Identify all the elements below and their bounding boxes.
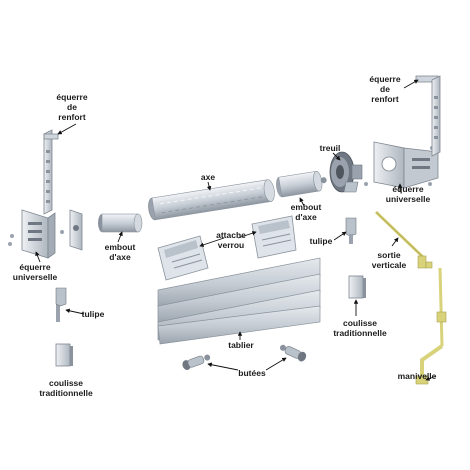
label-tablier: tablier xyxy=(228,340,254,350)
arrow-attache-verrou-left xyxy=(199,237,225,247)
label-attache-verrou: attache verrou xyxy=(216,230,246,250)
leader-lines xyxy=(35,79,437,381)
manivelle-part xyxy=(415,267,447,385)
label-tulipe-right: tulipe xyxy=(309,236,333,246)
label-tulipe-left: tulipe xyxy=(81,309,105,319)
label-manivelle: manivelle xyxy=(397,371,437,381)
label-axe: axe xyxy=(200,172,216,182)
label-sortie-verticale: sortie verticale xyxy=(371,250,407,270)
coulisse-left-part xyxy=(55,343,73,367)
tulipe-right-part xyxy=(345,217,357,244)
attache-verrou-left-part xyxy=(157,235,209,281)
arrow-manivelle xyxy=(425,375,437,381)
label-equerre-renfort-left: équerre de renfort xyxy=(56,92,88,122)
tablier-part xyxy=(157,257,321,345)
label-equerre-renfort-right: équerre de renfort xyxy=(369,74,401,104)
embout-axe-left-part xyxy=(98,213,143,233)
label-equerre-universelle-right: équerre universelle xyxy=(385,184,431,204)
axe-part xyxy=(148,179,275,221)
label-embout-axe-left: embout d'axe xyxy=(104,242,136,262)
equerre-universelle-right-part xyxy=(364,141,439,189)
arrow-equerre-renfort-right xyxy=(403,79,419,89)
arrow-butees-right xyxy=(265,357,287,371)
equerre-universelle-left-part xyxy=(8,209,83,259)
arrow-tulipe-left xyxy=(65,308,85,315)
arrow-treuil xyxy=(332,152,341,161)
arrow-sortie-verticale xyxy=(391,237,399,247)
sortie-verticale-part xyxy=(374,210,433,269)
label-coulisse-right: coulisse traditionnelle xyxy=(333,318,387,338)
arrow-butees-left xyxy=(207,362,239,371)
attache-verrou-right-part xyxy=(251,215,297,259)
label-embout-axe-right: embout d'axe xyxy=(290,202,322,222)
tulipe-left-part xyxy=(55,287,67,322)
treuil-part xyxy=(329,151,363,193)
label-treuil: treuil xyxy=(319,143,341,153)
embout-axe-right-part xyxy=(275,170,327,198)
arrow-embout-axe-left xyxy=(117,231,123,243)
arrow-tulipe-right xyxy=(333,231,347,241)
coulisse-right-part xyxy=(348,275,366,299)
arrow-attache-verrou-right xyxy=(237,231,257,239)
butees-part xyxy=(182,344,307,370)
label-equerre-universelle-left: équerre universelle xyxy=(12,262,58,282)
arrow-equerre-renfort-left xyxy=(57,123,77,135)
arrow-axe xyxy=(206,181,212,191)
equerre-renfort-right-part xyxy=(415,75,441,157)
label-coulisse-left: coulisse traditionnelle xyxy=(39,378,93,398)
arrow-equerre-universelle-left xyxy=(35,251,41,263)
label-butees: butées xyxy=(238,368,266,378)
arrow-embout-axe-right xyxy=(299,197,305,207)
equerre-renfort-left-part xyxy=(43,129,59,215)
